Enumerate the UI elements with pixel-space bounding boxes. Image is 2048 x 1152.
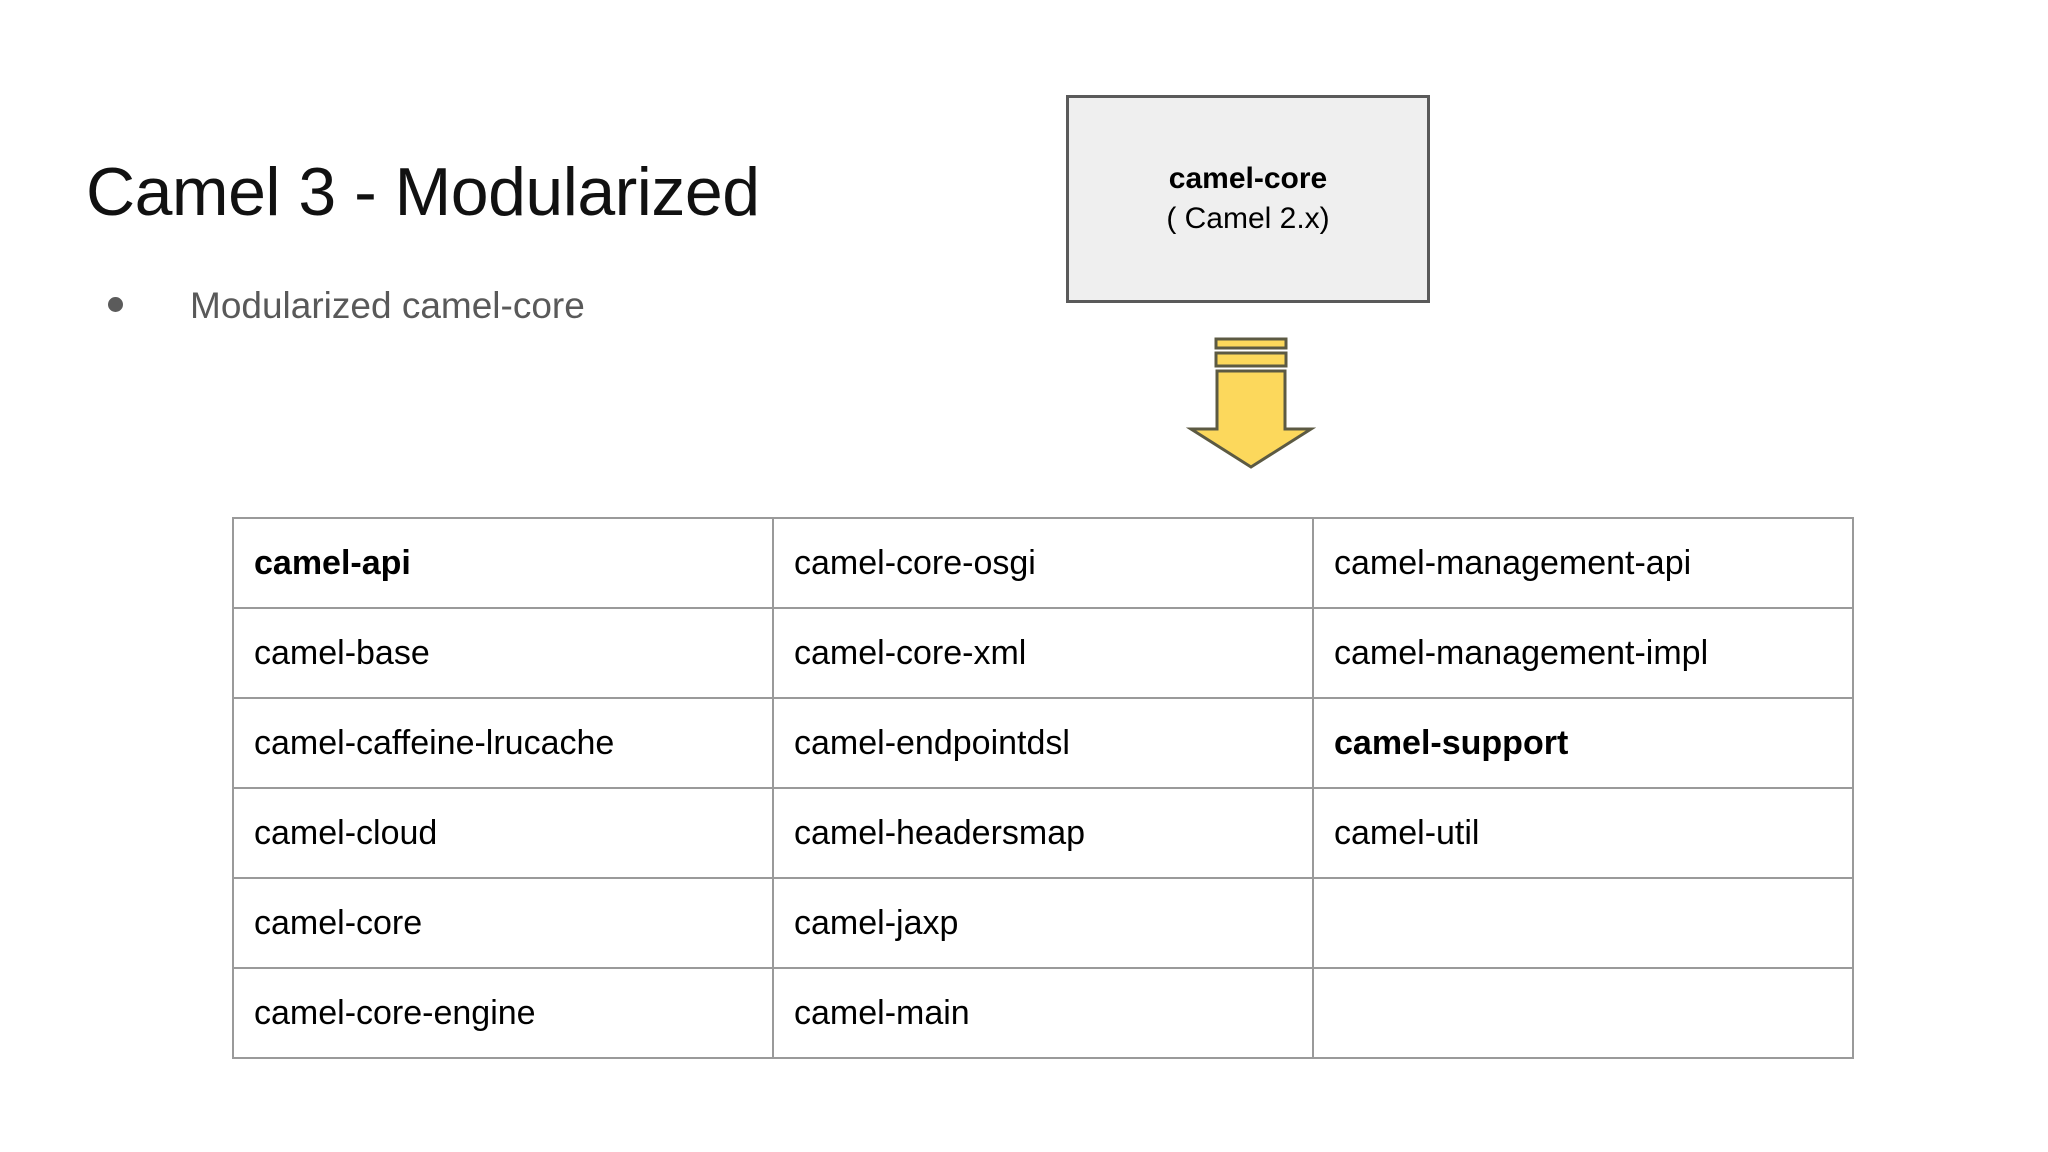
module-cell: camel-core-engine <box>232 967 774 1059</box>
table-row: camel-cloud camel-headersmap camel-util <box>232 787 1854 879</box>
module-cell: camel-main <box>772 967 1314 1059</box>
module-cell: camel-headersmap <box>772 787 1314 879</box>
module-cell <box>1312 967 1854 1059</box>
module-cell: camel-base <box>232 607 774 699</box>
table-row: camel-api camel-core-osgi camel-manageme… <box>232 517 1854 609</box>
module-cell: camel-core-xml <box>772 607 1314 699</box>
module-cell: camel-api <box>232 517 774 609</box>
module-cell: camel-caffeine-lrucache <box>232 697 774 789</box>
table-row: camel-core camel-jaxp <box>232 877 1854 969</box>
table-row: camel-core-engine camel-main <box>232 967 1854 1059</box>
camel-core-box: camel-core ( Camel 2.x) <box>1066 95 1430 303</box>
arrow-stripe-second <box>1214 351 1288 368</box>
module-cell: camel-support <box>1312 697 1854 789</box>
module-cell: camel-management-api <box>1312 517 1854 609</box>
table-body: camel-api camel-core-osgi camel-manageme… <box>232 517 1854 1059</box>
table-row: camel-caffeine-lrucache camel-endpointds… <box>232 697 1854 789</box>
camel-core-box-title: camel-core <box>1168 162 1328 196</box>
module-cell: camel-util <box>1312 787 1854 879</box>
module-cell: camel-core-osgi <box>772 517 1314 609</box>
bullet-list: Modularized camel-core <box>108 283 1008 343</box>
list-item: Modularized camel-core <box>108 283 1008 329</box>
module-cell: camel-core <box>232 877 774 969</box>
module-cell: camel-endpointdsl <box>772 697 1314 789</box>
table-row: camel-base camel-core-xml camel-manageme… <box>232 607 1854 699</box>
module-cell: camel-cloud <box>232 787 774 879</box>
module-cell: camel-management-impl <box>1312 607 1854 699</box>
arrow-stripe-top <box>1214 337 1288 350</box>
down-arrow-striped-icon <box>1185 337 1317 469</box>
module-cell <box>1312 877 1854 969</box>
down-arrow-svg <box>1185 337 1317 469</box>
arrow-body <box>1185 369 1317 469</box>
camel-modules-table: camel-api camel-core-osgi camel-manageme… <box>232 517 1854 1059</box>
module-cell: camel-jaxp <box>772 877 1314 969</box>
page-title: Camel 3 - Modularized <box>86 153 760 230</box>
camel-core-box-version: ( Camel 2.x) <box>1166 202 1330 235</box>
bullet-item-label: Modularized camel-core <box>190 285 585 326</box>
bullet-dot-icon <box>108 290 130 316</box>
